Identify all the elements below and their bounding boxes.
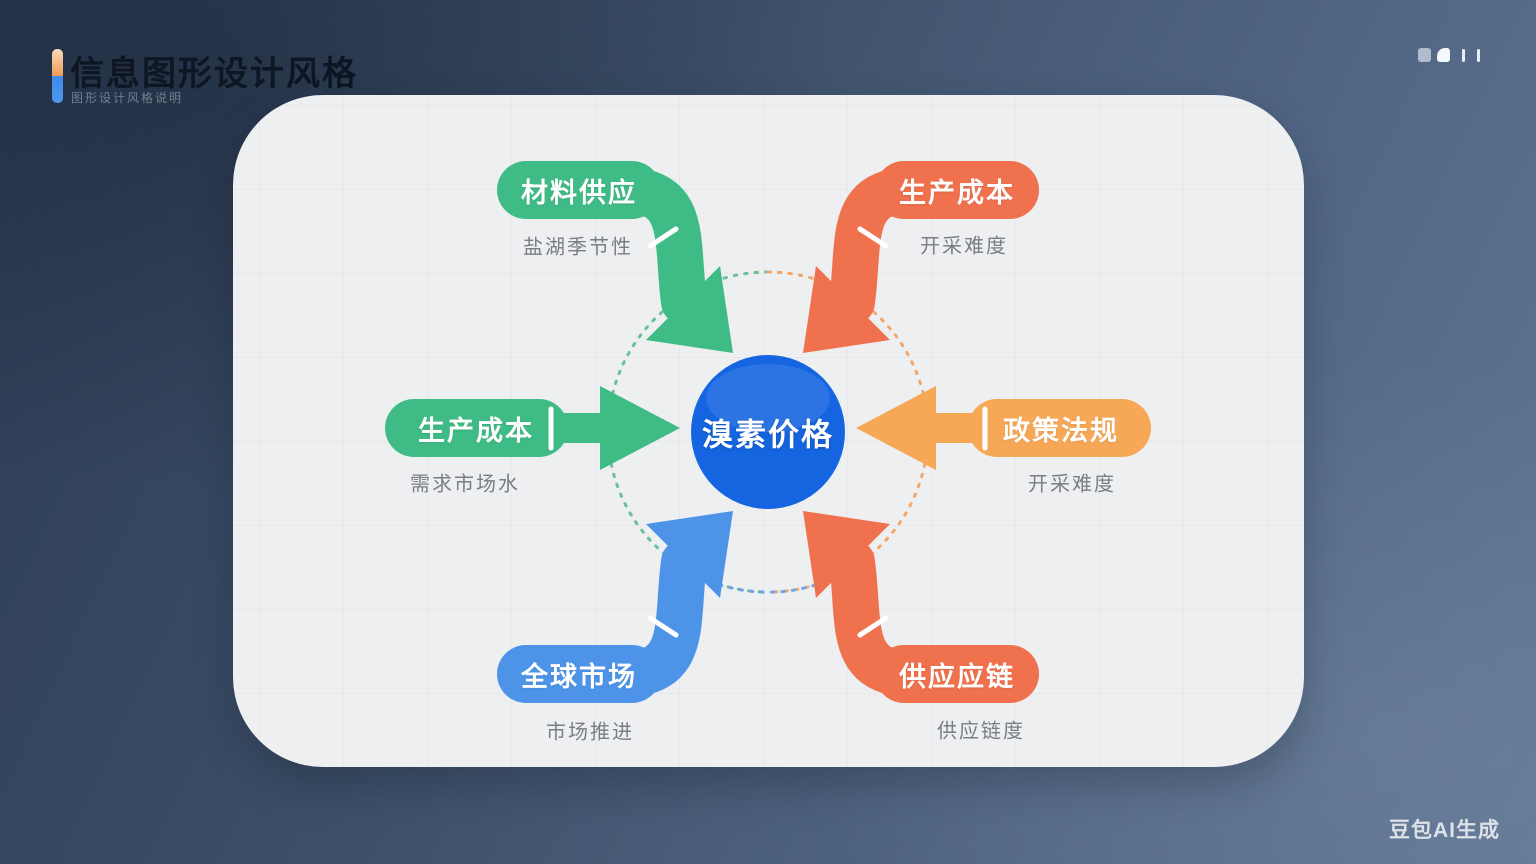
center-circle-highlight — [706, 364, 830, 432]
page-title: 信息图形设计风格 — [70, 55, 358, 93]
watermark: 豆包AI生成 — [1389, 819, 1500, 842]
factor-sublabel-bottom-right: 供应链度 — [937, 720, 1025, 743]
arrow-tick — [647, 226, 679, 249]
accent-bottom-segment — [52, 76, 63, 103]
bar-icon[interactable] — [1477, 48, 1480, 62]
factor-arrow-middle-left — [385, 386, 680, 470]
factor-arrow-top-left — [497, 161, 733, 353]
window-controls — [1418, 48, 1480, 62]
title-accent-bar — [52, 49, 63, 103]
factor-sublabel-top-right: 开采难度 — [920, 235, 1008, 258]
factor-arrow-top-right — [803, 161, 1039, 353]
arrow-head — [545, 386, 680, 470]
factor-label-top-right: 生产成本 — [899, 177, 1015, 208]
bar-icon[interactable] — [1462, 48, 1465, 62]
arrow-head — [646, 266, 733, 353]
arrow-tick — [647, 615, 679, 638]
arrow-capsule — [497, 161, 661, 219]
layers-icon[interactable] — [1418, 48, 1431, 62]
factor-sublabel-top-left: 盐湖季节性 — [523, 236, 633, 259]
arrow-capsule — [385, 399, 568, 457]
arrow-head — [803, 266, 890, 353]
factor-arrow-bottom-left — [497, 511, 733, 703]
factor-arrow-bottom-right — [803, 511, 1039, 703]
arrow-capsule — [497, 645, 661, 703]
arrow-capsule — [875, 161, 1039, 219]
page-icon[interactable] — [1437, 48, 1450, 62]
factor-label-middle-left: 生产成本 — [418, 415, 534, 446]
factor-arrow-middle-right — [856, 386, 1151, 470]
arrow-tick — [857, 226, 889, 249]
center-node — [691, 355, 845, 509]
center-label: 溴素价格 — [702, 417, 834, 453]
arrow-capsule — [875, 645, 1039, 703]
accent-top-segment — [52, 49, 63, 76]
factor-sublabel-middle-left: 需求市场水 — [410, 473, 520, 496]
center-circle — [691, 355, 845, 509]
arrow-tick — [857, 615, 889, 638]
factor-sublabel-bottom-left: 市场推进 — [546, 721, 634, 744]
arrow-head — [803, 511, 890, 598]
factor-label-middle-right: 政策法规 — [1003, 415, 1119, 446]
page-subtitle: 图形设计风格说明 — [71, 91, 184, 105]
factor-label-bottom-right: 供应应链 — [899, 661, 1015, 692]
arrow-head — [856, 386, 991, 470]
arrow-capsule — [968, 399, 1151, 457]
factor-label-bottom-left: 全球市场 — [521, 661, 637, 692]
factor-label-top-left: 材料供应 — [521, 177, 637, 208]
arrow-head — [646, 511, 733, 598]
factor-sublabel-middle-right: 开采难度 — [1028, 473, 1116, 496]
